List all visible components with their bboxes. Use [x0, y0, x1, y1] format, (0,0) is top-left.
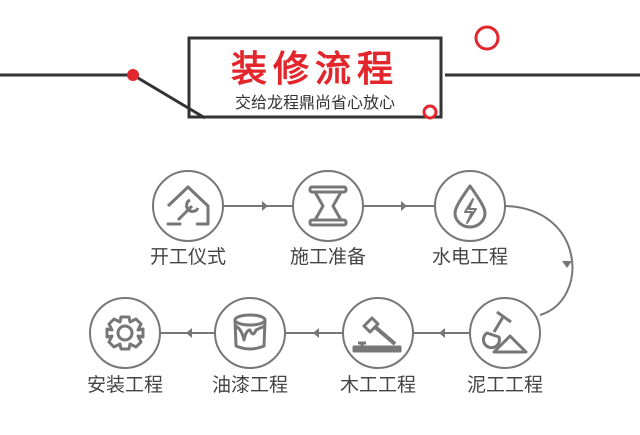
arrow-down-icon [562, 261, 572, 268]
step-label: 水电工程 [431, 246, 508, 268]
arrow-right-icon [401, 201, 407, 211]
water-electric-drop-icon [453, 184, 487, 229]
arrow-left-icon [313, 328, 319, 338]
page-title: 装修流程 [230, 49, 399, 90]
red-ring-small [422, 104, 438, 120]
arrow-right-icon [262, 201, 268, 211]
step-label: 油漆工程 [211, 374, 288, 396]
hammer-icon [352, 316, 402, 353]
arrow-left-icon [186, 328, 192, 338]
red-ring-large [474, 25, 500, 51]
arrow-left-icon [439, 328, 445, 338]
step-label: 施工准备 [289, 246, 366, 268]
gear-icon [105, 315, 145, 351]
step-label: 木工工程 [339, 374, 416, 396]
arrows [186, 201, 572, 338]
trowel-icon [482, 310, 528, 354]
red-dot [127, 69, 139, 81]
title-frame [187, 36, 443, 119]
step-label: 开工仪式 [149, 246, 226, 268]
paint-bucket-icon [233, 313, 267, 351]
step-label: 泥工工程 [466, 374, 543, 396]
step-label: 安装工程 [86, 374, 163, 396]
house-wrench-icon [166, 185, 210, 226]
page-subtitle: 交给龙程鼎尚省心放心 [234, 93, 395, 112]
hourglass-icon [308, 185, 348, 227]
